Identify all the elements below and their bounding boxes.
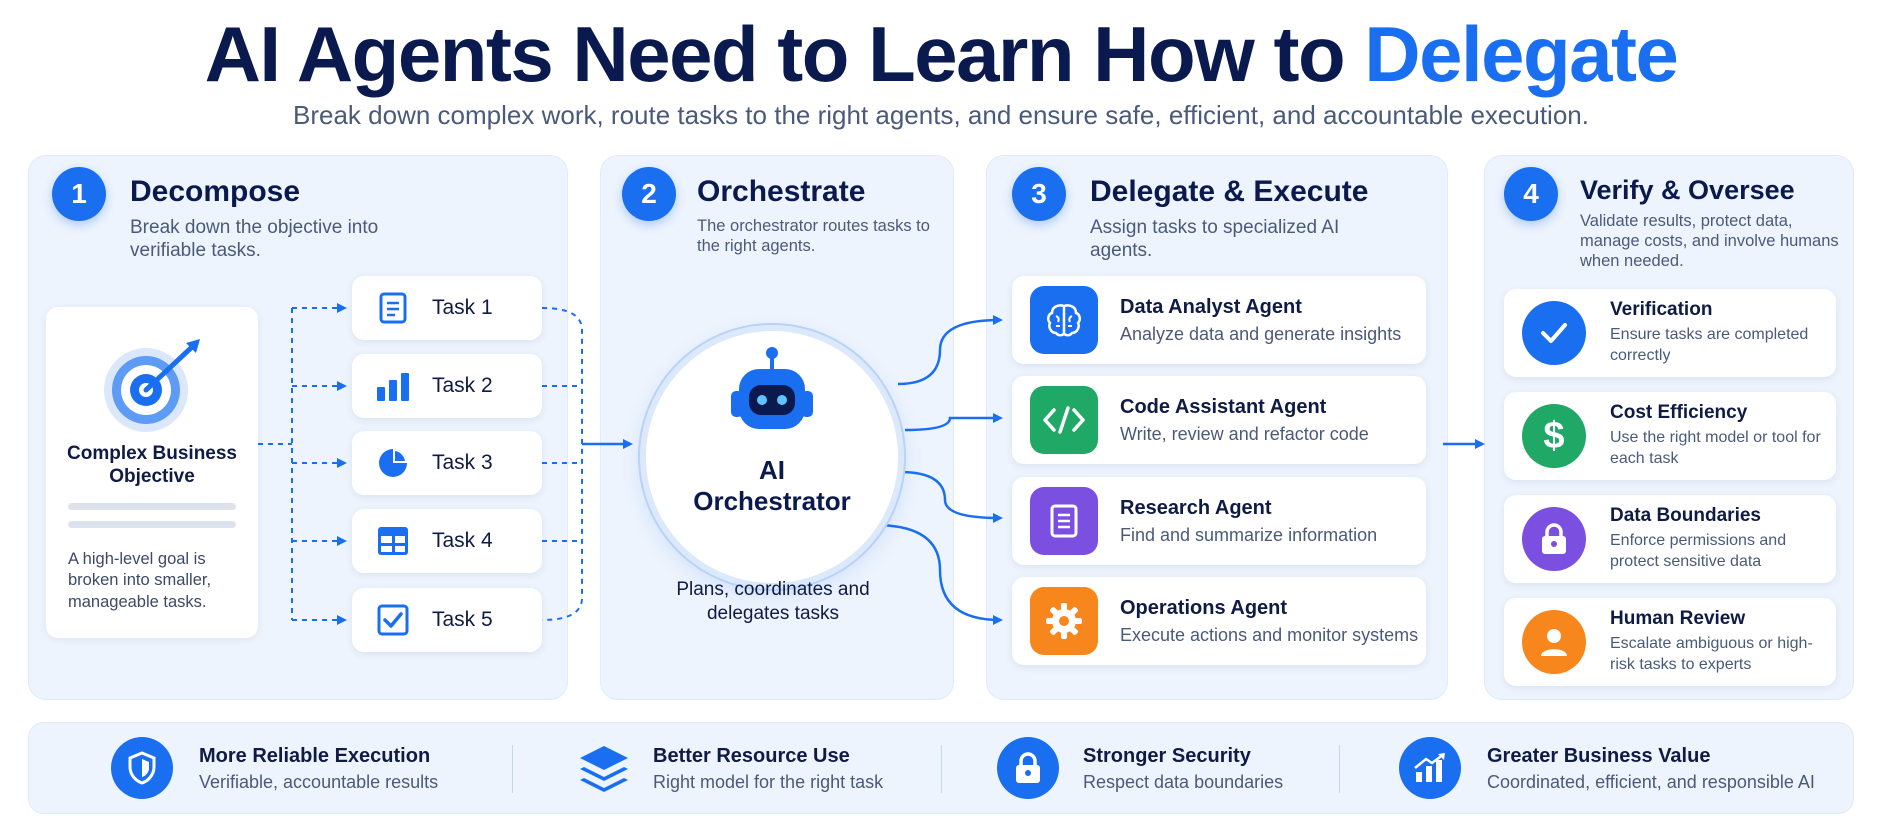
task-card[interactable]: Task 1 — [352, 276, 542, 340]
bar-chart-icon — [376, 369, 410, 403]
step-3-title: Delegate & Execute — [1090, 175, 1369, 208]
objective-title: Complex Business Objective — [67, 443, 237, 487]
step-3-number: 3 — [1012, 167, 1066, 221]
placeholder-line — [68, 521, 236, 528]
shield-icon — [111, 737, 173, 799]
task-card[interactable]: Task 2 — [352, 354, 542, 418]
title-main: AI Agents Need to Learn How to — [204, 10, 1365, 98]
benefit-name: Better Resource Use — [653, 745, 850, 767]
step-4-number: 4 — [1504, 167, 1558, 221]
robot-icon — [731, 347, 813, 429]
verify-name: Verification — [1610, 299, 1713, 320]
agent-card-research[interactable]: Research Agent Find and summarize inform… — [1012, 477, 1426, 565]
table-icon — [376, 524, 410, 558]
verify-desc: Ensure tasks are completed correctly — [1610, 326, 1809, 364]
benefit-desc: Verifiable, accountable results — [199, 772, 439, 792]
verify-card-human-review[interactable]: Human Review Escalate ambiguous or high-… — [1504, 598, 1836, 686]
checkbox-icon — [376, 603, 410, 637]
dollar-icon: $ — [1522, 404, 1586, 468]
benefit-name: Stronger Security — [1083, 745, 1251, 767]
verify-card-data-boundaries[interactable]: Data Boundaries Enforce permissions and … — [1504, 495, 1836, 583]
task-label: Task 1 — [432, 296, 493, 319]
benefit-desc: Respect data boundaries — [1083, 772, 1284, 792]
task-label: Task 3 — [432, 451, 493, 474]
placeholder-line — [68, 503, 236, 510]
step-2-number: 2 — [622, 167, 676, 221]
brain-icon — [1030, 286, 1098, 354]
task-card[interactable]: Task 3 — [352, 431, 542, 495]
benefits-bar: More Reliable Execution Verifiable, acco… — [28, 722, 1854, 814]
objective-card: Complex Business Objective A high-level … — [46, 307, 258, 638]
benefit-stronger-security: Stronger Security Respect data boundarie… — [997, 737, 1317, 799]
agent-card-operations[interactable]: Operations Agent Execute actions and mon… — [1012, 577, 1426, 665]
pie-chart-icon — [376, 446, 410, 480]
verify-name: Data Boundaries — [1610, 505, 1761, 526]
agent-name: Research Agent — [1120, 497, 1272, 519]
benefit-resource-use: Better Resource Use Right model for the … — [573, 741, 933, 797]
task-card[interactable]: Task 5 — [352, 588, 542, 652]
target-icon — [104, 339, 200, 432]
lock-icon — [1522, 507, 1586, 571]
step-2-desc: The orchestrator routes tasks to the rig… — [697, 217, 930, 255]
divider — [512, 745, 513, 793]
agent-card-data-analyst[interactable]: Data Analyst Agent Analyze data and gene… — [1012, 276, 1426, 364]
benefit-name: More Reliable Execution — [199, 745, 431, 767]
divider — [1339, 745, 1340, 793]
check-icon — [1522, 301, 1586, 365]
verify-card-cost-efficiency[interactable]: $ Cost Efficiency Use the right model or… — [1504, 392, 1836, 480]
task-label: Task 5 — [432, 608, 493, 631]
document-icon — [376, 291, 410, 325]
verify-desc: Use the right model or tool for each tas… — [1610, 429, 1821, 467]
benefit-reliable-execution: More Reliable Execution Verifiable, acco… — [111, 737, 491, 799]
step-4-desc: Validate results, protect data, manage c… — [1580, 212, 1839, 270]
code-icon — [1030, 386, 1098, 454]
agent-name: Code Assistant Agent — [1120, 396, 1327, 418]
divider — [941, 745, 942, 793]
verify-name: Human Review — [1610, 608, 1746, 629]
step-1-number: 1 — [52, 167, 106, 221]
verify-card-verification[interactable]: Verification Ensure tasks are completed … — [1504, 289, 1836, 377]
lock-icon — [997, 737, 1059, 799]
benefit-desc: Right model for the right task — [653, 772, 884, 792]
agent-desc: Execute actions and monitor systems — [1120, 625, 1419, 645]
document-icon — [1030, 487, 1098, 555]
agent-desc: Find and summarize information — [1120, 525, 1378, 545]
verify-desc: Escalate ambiguous or high-risk tasks to… — [1610, 635, 1813, 673]
step-1-desc: Break down the objective into verifiable… — [130, 217, 379, 261]
step-4-title: Verify & Oversee — [1580, 175, 1795, 205]
person-icon — [1522, 610, 1586, 674]
task-label: Task 2 — [432, 374, 493, 397]
page-title: AI Agents Need to Learn How to Delegate — [0, 13, 1882, 96]
agent-name: Data Analyst Agent — [1120, 296, 1302, 318]
step-3-desc: Assign tasks to specialized AI agents. — [1090, 217, 1340, 261]
orchestrator-label: AI Orchestrator — [693, 455, 851, 517]
gear-icon — [1030, 587, 1098, 655]
benefit-business-value: Greater Business Value Coordinated, effi… — [1399, 737, 1819, 799]
growth-chart-icon — [1399, 737, 1461, 799]
verify-desc: Enforce permissions and protect sensitiv… — [1610, 532, 1787, 570]
orchestrator-circle[interactable]: AI Orchestrator — [640, 325, 904, 589]
agent-card-code-assistant[interactable]: Code Assistant Agent Write, review and r… — [1012, 376, 1426, 464]
task-label: Task 4 — [432, 529, 493, 552]
objective-desc: A high-level goal is broken into smaller… — [68, 550, 212, 611]
agent-desc: Analyze data and generate insights — [1120, 324, 1402, 344]
page-subtitle: Break down complex work, route tasks to … — [293, 100, 1589, 130]
task-card[interactable]: Task 4 — [352, 509, 542, 573]
layers-icon — [573, 737, 635, 799]
step-1-title: Decompose — [130, 175, 301, 208]
agent-name: Operations Agent — [1120, 597, 1288, 619]
step-2-title: Orchestrate — [697, 175, 866, 208]
orchestrator-caption: Plans, coordinates and delegates tasks — [676, 579, 870, 624]
verify-name: Cost Efficiency — [1610, 402, 1748, 423]
title-accent: Delegate — [1364, 10, 1679, 98]
benefit-desc: Coordinated, efficient, and responsible … — [1487, 772, 1815, 792]
benefit-name: Greater Business Value — [1487, 745, 1711, 767]
agent-desc: Write, review and refactor code — [1120, 424, 1369, 444]
